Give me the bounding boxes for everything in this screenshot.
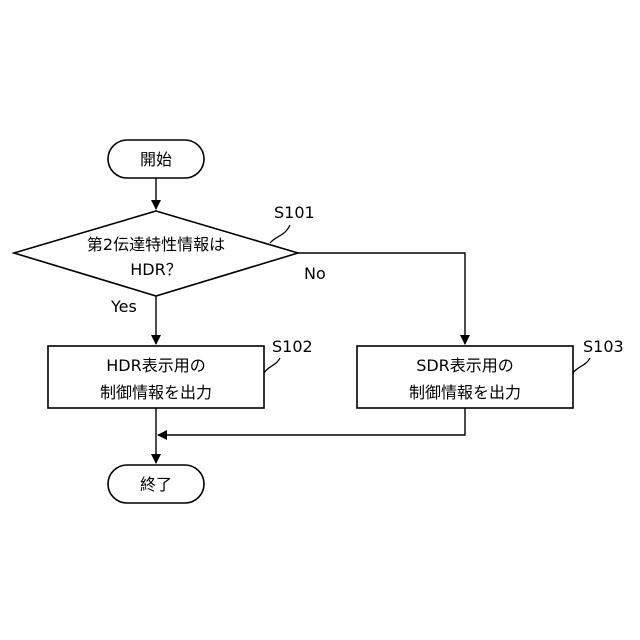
sdr-process-line2: 制御情報を出力 [409, 383, 521, 402]
arrow-sdr-merge [158, 408, 465, 435]
hdr-process-line2: 制御情報を出力 [100, 383, 212, 402]
start-terminal: 開始 [108, 140, 204, 178]
end-label: 終了 [140, 475, 172, 494]
decision-line1: 第2伝達特性情報は [87, 235, 225, 254]
yes-label: Yes [110, 297, 137, 316]
step-label-s103: S103 [583, 337, 624, 356]
leader-s103 [573, 358, 590, 373]
leader-s101 [270, 225, 290, 243]
step-label-s102: S102 [272, 337, 313, 356]
end-terminal: 終了 [108, 465, 204, 503]
hdr-process-box: HDR表示用の 制御情報を出力 [48, 346, 264, 408]
leader-s102 [264, 358, 280, 373]
step-label-s101: S101 [274, 203, 315, 222]
decision-line2: HDR？ [130, 260, 181, 279]
no-label: No [304, 264, 326, 283]
sdr-process-box: SDR表示用の 制御情報を出力 [357, 346, 573, 408]
start-label: 開始 [140, 150, 172, 169]
decision-node: 第2伝達特性情報は HDR？ [14, 211, 298, 296]
hdr-process-line1: HDR表示用の [106, 356, 205, 375]
sdr-process-line1: SDR表示用の [416, 356, 514, 375]
